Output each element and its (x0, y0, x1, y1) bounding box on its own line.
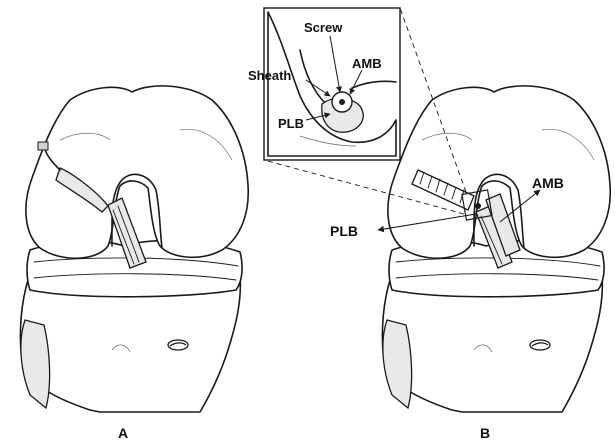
panel-b-plb-label: PLB (330, 223, 358, 239)
panel-a-label: A (118, 425, 128, 441)
inset-plb-label: PLB (278, 116, 304, 131)
inset-amb-label: AMB (352, 56, 382, 71)
panel-b-label: B (480, 425, 490, 441)
panel-a-knee (20, 86, 248, 412)
panel-b-knee (382, 86, 610, 412)
panel-b-fibula (383, 320, 412, 408)
inset-screw (339, 99, 345, 105)
inset-sheath-label: Sheath (248, 68, 291, 83)
panel-a-fibula (21, 320, 50, 408)
panel-b-amb-label: AMB (532, 175, 564, 191)
inset-screw-label: Screw (304, 20, 343, 35)
panel-a-endobutton (38, 142, 48, 150)
